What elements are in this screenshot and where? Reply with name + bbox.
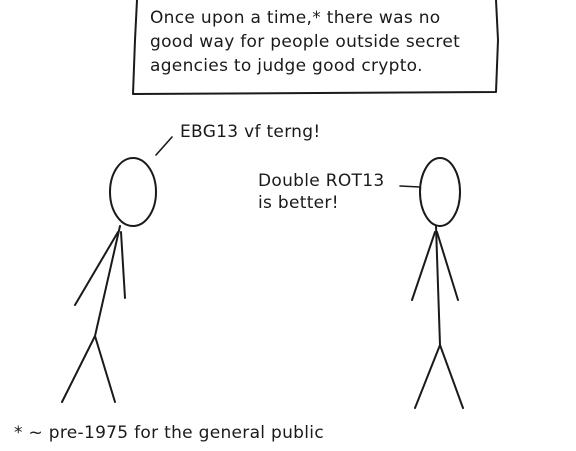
left-speech-text: EBG13 vf terng! bbox=[180, 122, 320, 142]
left-figure-body bbox=[94, 225, 121, 337]
caption-line-2: good way for people outside secret bbox=[150, 32, 460, 52]
caption-box-border bbox=[132, 0, 499, 95]
right-figure-left-leg bbox=[414, 344, 441, 409]
right-speech-line-2: is better! bbox=[258, 193, 339, 213]
right-figure-right-leg bbox=[439, 344, 464, 409]
left-figure-right-leg bbox=[94, 335, 116, 403]
right-figure-right-arm bbox=[436, 231, 459, 301]
caption-box: Once upon a time,* there was no good way… bbox=[132, 0, 499, 95]
caption-line-3: agencies to judge good crypto. bbox=[150, 56, 423, 76]
footnote: * ~ pre-1975 for the general public bbox=[14, 423, 324, 443]
right-stick-figure bbox=[411, 157, 464, 409]
left-figure-left-leg bbox=[61, 335, 96, 403]
right-speech-pointer bbox=[399, 185, 421, 188]
left-stick-figure bbox=[61, 157, 157, 403]
caption-line-1: Once upon a time,* there was no bbox=[150, 8, 440, 28]
left-figure-right-arm bbox=[120, 231, 126, 299]
left-figure-left-arm bbox=[74, 231, 119, 306]
right-speech-line-1: Double ROT13 bbox=[258, 171, 384, 191]
left-figure-head bbox=[109, 157, 157, 227]
left-speech: EBG13 vf terng! bbox=[155, 122, 320, 156]
right-speech: Double ROT13 is better! bbox=[258, 171, 421, 213]
left-speech-pointer bbox=[155, 136, 173, 156]
right-figure-head bbox=[419, 157, 461, 227]
right-figure-left-arm bbox=[411, 231, 436, 301]
right-figure-body bbox=[435, 225, 441, 346]
